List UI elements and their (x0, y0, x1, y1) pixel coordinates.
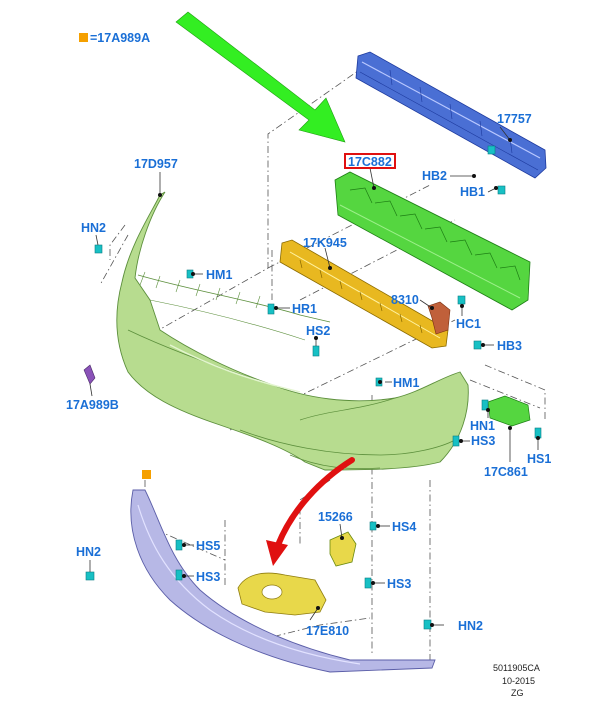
bumper-cover-17D957 (116, 191, 469, 471)
label-hb1: HB1 (460, 185, 485, 199)
label-hb2: HB2 (422, 169, 447, 183)
label-hn2-top: HN2 (81, 221, 106, 235)
label-17C882: 17C882 (348, 155, 392, 169)
label-17D957: 17D957 (134, 157, 178, 171)
bracket-15266 (329, 531, 357, 567)
clip-hb2 (487, 145, 496, 155)
green-arrow (175, 11, 346, 143)
label-hs3-left: HS3 (196, 570, 220, 584)
lower-absorber-17K945 (279, 239, 449, 349)
clip-hs3-left (175, 569, 183, 581)
label-hm1-upper: HM1 (206, 268, 232, 282)
label-hm1-lower: HM1 (393, 376, 419, 390)
clip-hn2-top (94, 244, 103, 254)
clip-hb1 (497, 185, 506, 195)
label-17K945: 17K945 (303, 236, 347, 250)
legend-marker (79, 33, 88, 42)
clip-hr1 (267, 303, 275, 315)
clip-hs3-bottom (364, 577, 372, 589)
clip-hn2-bottom (423, 619, 432, 630)
lower-valance (130, 489, 436, 673)
label-hs3-right: HS3 (471, 434, 495, 448)
label-hn2-bottom: HN2 (458, 619, 483, 633)
clip-hs2 (312, 345, 320, 357)
valance-legend-marker (142, 470, 151, 479)
footer-date: 10-2015 (502, 676, 535, 686)
clip-hs4 (369, 521, 377, 531)
label-17757: 17757 (497, 112, 532, 126)
label-hb3: HB3 (497, 339, 522, 353)
label-17C861: 17C861 (484, 465, 528, 479)
bracket-17C861 (487, 395, 531, 427)
label-hn2-left: HN2 (76, 545, 101, 559)
footer-initials: ZG (511, 688, 524, 698)
upper-absorber-17C882 (334, 171, 531, 311)
label-hs4: HS4 (392, 520, 416, 534)
label-hn1: HN1 (470, 419, 495, 433)
fog-lamp-bracket-17E810 (237, 572, 327, 616)
leader-lines (89, 126, 540, 627)
legend-text: =17A989A (90, 31, 150, 45)
label-8310: 8310 (391, 293, 419, 307)
clip-hb3 (473, 340, 482, 350)
highlight-box-17C882 (344, 153, 396, 169)
label-15266: 15266 (318, 510, 353, 524)
bracket-8310 (427, 301, 451, 335)
label-hr1: HR1 (292, 302, 317, 316)
clip-hs3-right (452, 435, 460, 447)
clip-hn2-left (85, 571, 95, 581)
label-17A989B: 17A989B (66, 398, 119, 412)
fog-bracket-opening (261, 584, 283, 600)
reinforcement-beam-17757 (355, 51, 547, 179)
clip-hc1 (457, 295, 466, 305)
label-hc1: HC1 (456, 317, 481, 331)
clip-hs5 (175, 539, 183, 551)
label-hs3-bottom: HS3 (387, 577, 411, 591)
label-hs2: HS2 (306, 324, 330, 338)
clip-hn1 (481, 399, 489, 411)
red-arrow (266, 457, 355, 566)
clip-17A989B (83, 364, 96, 385)
footer-code: 5011905CA (493, 663, 540, 673)
label-17E810: 17E810 (306, 624, 349, 638)
label-hs1: HS1 (527, 452, 551, 466)
label-hs5: HS5 (196, 539, 220, 553)
